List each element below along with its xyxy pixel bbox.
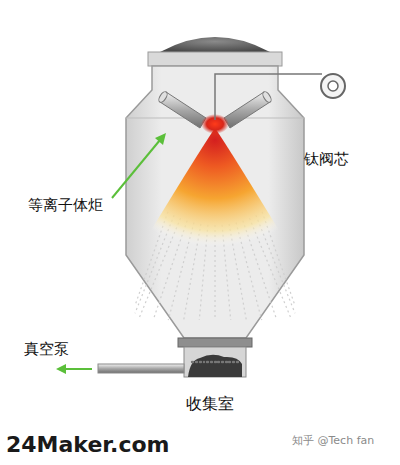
powder-grain xyxy=(200,361,202,363)
pointer-arrow xyxy=(112,140,160,198)
powder-grain xyxy=(214,361,216,363)
spool-hub xyxy=(328,81,338,91)
pointer-arrowhead xyxy=(155,133,166,145)
powder-grain xyxy=(203,361,205,363)
watermark: 24Maker.com xyxy=(6,432,169,457)
powder-grain xyxy=(218,361,220,363)
powder-grain xyxy=(211,361,213,363)
bottom-flange xyxy=(178,338,252,347)
powder-grain xyxy=(191,361,193,363)
plasma-spray xyxy=(150,128,280,247)
powder-grain xyxy=(229,361,231,363)
part-label: 收集室 xyxy=(186,394,234,415)
powder-grain xyxy=(210,361,212,363)
powder-grain xyxy=(233,361,235,363)
flow-arrowhead xyxy=(56,364,66,374)
powder-grain xyxy=(195,361,197,363)
powder-grain xyxy=(232,361,234,363)
part-label: 等离子体炬 xyxy=(28,196,103,215)
powder-grain xyxy=(222,361,224,363)
titanium-wire xyxy=(215,74,322,120)
plasma-torch-right xyxy=(224,90,273,128)
powder-grain xyxy=(237,361,239,363)
part-label: 钛阀芯 xyxy=(304,150,349,169)
powder-grain xyxy=(236,361,238,363)
flow-arrow xyxy=(64,368,92,370)
powder-grain xyxy=(207,361,209,363)
powder-grain xyxy=(199,361,201,363)
top-dome xyxy=(160,37,270,52)
powder-grain xyxy=(206,361,208,363)
wire-spool xyxy=(321,74,345,98)
powder-grain xyxy=(192,361,194,363)
powder-grain xyxy=(221,361,223,363)
collector-box xyxy=(184,347,246,377)
part-label: 真空泵 xyxy=(24,340,69,359)
watermark: 知乎 @Tech fan xyxy=(292,433,374,448)
powder-grain xyxy=(196,361,198,363)
plasma-torch-left xyxy=(157,90,206,128)
powder-texture xyxy=(191,361,239,363)
vacuum-pipe xyxy=(98,364,184,373)
powder xyxy=(188,355,242,377)
powder-grain xyxy=(215,361,217,363)
powder-grain xyxy=(225,361,227,363)
powder-grain xyxy=(226,361,228,363)
top-flange xyxy=(148,52,282,66)
